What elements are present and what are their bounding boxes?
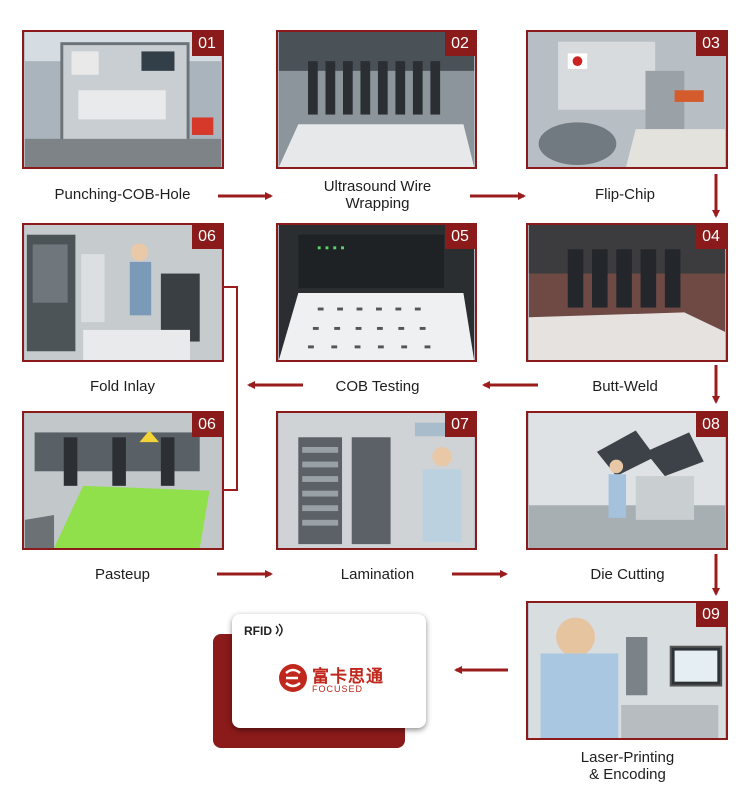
step-number-badge: 07 (445, 413, 475, 437)
step-number-badge: 08 (696, 413, 726, 437)
step-number-badge: 06 (192, 225, 222, 249)
rfid-waves-icon (275, 623, 283, 637)
step-label-pasteup: Pasteup (94, 566, 151, 583)
step-07-photo: 07 (276, 411, 477, 550)
step-label-flip-chip: Flip-Chip (594, 186, 655, 203)
step-03-photo: 03 (526, 30, 728, 169)
step-04-photo: 04 (526, 223, 728, 362)
fold-inlay-station-image (24, 225, 222, 360)
step-06-fold-photo: 06 (22, 223, 224, 362)
focused-logo-icon (279, 664, 307, 692)
wire-wrapping-machine-image (278, 32, 475, 167)
step-number-badge: 06 (192, 413, 222, 437)
rfid-label: RFID (244, 624, 272, 638)
step-06-pasteup-photo: 06 (22, 411, 224, 550)
butt-weld-machine-image (528, 225, 726, 360)
step-number-badge: 03 (696, 32, 726, 56)
step-label-punching: Punching-COB-Hole (54, 186, 191, 203)
brand-name-chinese: 富卡思通 (312, 667, 384, 686)
bracket-fold-to-pasteup (222, 286, 238, 491)
step-label-fold-inlay: Fold Inlay (89, 378, 156, 395)
cob-testing-sheet-image (278, 225, 475, 360)
step-08-photo: 08 (526, 411, 728, 550)
step-02-photo: 02 (276, 30, 477, 169)
step-label-laser-printing: Laser-Printing & Encoding (580, 749, 675, 783)
step-05-photo: 05 (276, 223, 477, 362)
step-label-ultrasound: Ultrasound Wire Wrapping (323, 178, 432, 212)
step-number-badge: 09 (696, 603, 726, 627)
step-number-badge: 05 (445, 225, 475, 249)
pasteup-machine-image (24, 413, 222, 548)
step-label-butt-weld: Butt-Weld (592, 378, 658, 395)
flip-chip-machine-image (528, 32, 726, 167)
step-number-badge: 02 (445, 32, 475, 56)
step-label-cob-testing: COB Testing (335, 378, 420, 395)
step-number-badge: 01 (192, 32, 222, 56)
step-label-die-cutting: Die Cutting (590, 566, 665, 583)
step-label-lamination: Lamination (340, 566, 415, 583)
punching-machine-image (24, 32, 222, 167)
rfid-card: RFID 富卡思通 FOCUSED (232, 614, 426, 728)
die-cutting-machine-image (528, 413, 726, 548)
step-number-badge: 04 (696, 225, 726, 249)
laser-printing-station-image (528, 603, 726, 738)
step-01-photo: 01 (22, 30, 224, 169)
lamination-machine-image (278, 413, 475, 548)
step-09-photo: 09 (526, 601, 728, 740)
brand-name-english: FOCUSED (312, 684, 364, 694)
